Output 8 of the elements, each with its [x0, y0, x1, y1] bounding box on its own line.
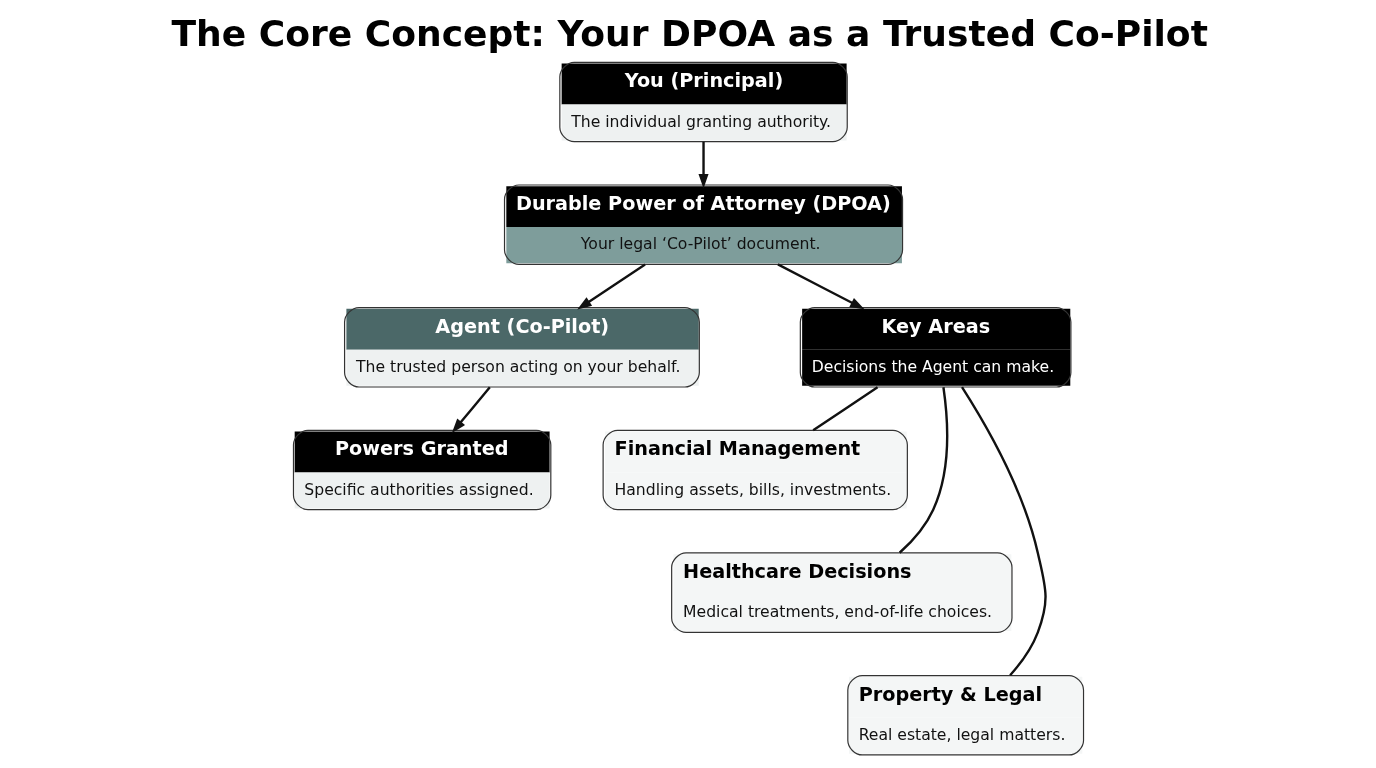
- arrow: [776, 263, 864, 310]
- diagram-title: The Core Concept: Your DPOA as a Trusted Co-Pilot: [170, 12, 1208, 55]
- arrow: [697, 141, 709, 189]
- arrow: [451, 386, 491, 433]
- connector: [898, 387, 948, 554]
- connector: [960, 386, 1047, 676]
- arrow: [576, 263, 646, 310]
- connector: [812, 386, 878, 432]
